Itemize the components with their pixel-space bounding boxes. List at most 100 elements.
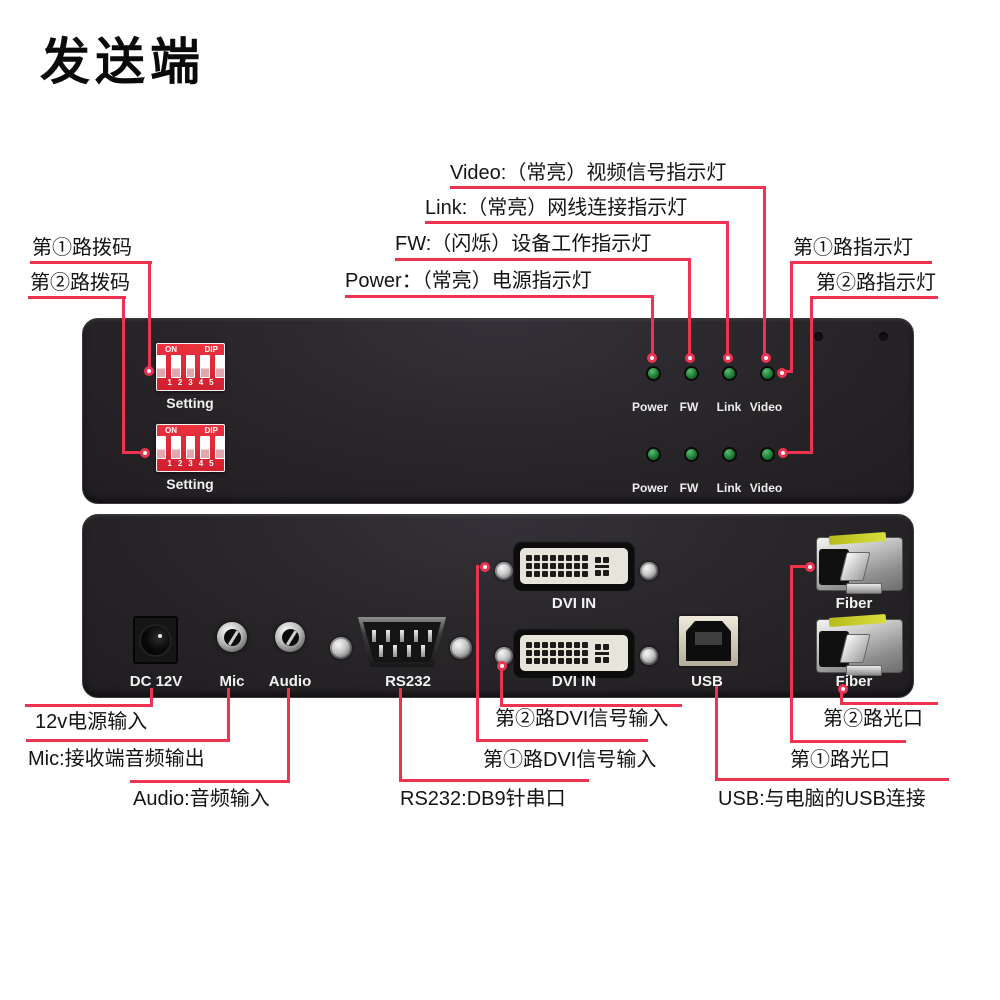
leader-dc (25, 704, 153, 707)
connector-pin (582, 642, 588, 648)
device-rear-panel: DC 12V Mic Audio RS232 (82, 514, 914, 698)
connector-pin (393, 645, 397, 657)
audio-jack (275, 622, 305, 652)
screw-hole (814, 332, 823, 341)
leader-power (345, 295, 654, 298)
video-led-1 (760, 366, 775, 381)
leader-usb (715, 778, 949, 781)
dvi2-screw-right (640, 647, 658, 665)
connector-pin (558, 650, 564, 656)
leader-rs232 (399, 688, 402, 782)
sfp-tab (846, 583, 882, 594)
annotation-dip-ch1: 第①路拨码 (32, 237, 132, 259)
dip-num: 2 (177, 459, 183, 468)
leader-fiber-ch1 (790, 565, 793, 743)
annotation-link: Link:（常亮）网线连接指示灯 (425, 197, 688, 219)
rs232-screw-right (450, 637, 472, 659)
leader-mic (227, 688, 230, 742)
page-title: 发送端 (40, 34, 205, 90)
connector-pin (526, 650, 532, 656)
leader-dc (150, 688, 153, 707)
dvi2-port-label: DVI IN (551, 673, 597, 690)
marker-fiber1 (805, 562, 815, 572)
connector-pin (526, 571, 532, 577)
dip-numbers: 1 2 3 4 5 (156, 378, 225, 388)
dvi-analog-cross (595, 643, 609, 663)
marker-fiber2 (838, 684, 848, 694)
marker-power-led (647, 353, 657, 363)
dip-toggle (170, 355, 181, 378)
dc-port-label: DC 12V (129, 673, 183, 690)
device-front-panel: ON DIP 1 2 3 4 5 Setting ON D (82, 318, 914, 504)
dip-dip-label: DIP (204, 345, 218, 354)
connector-pin (550, 650, 556, 656)
connector-pin (582, 555, 588, 561)
connector-pin (574, 563, 580, 569)
connector-pin (550, 571, 556, 577)
dip-toggles (156, 355, 225, 378)
leader-audio (130, 780, 290, 783)
marker-led-row1 (777, 368, 787, 378)
dvi-pin-grid (526, 555, 588, 577)
connector-pin (542, 563, 548, 569)
rs232-screw-left (330, 637, 352, 659)
connector-pin (534, 650, 540, 656)
connector-pin (550, 642, 556, 648)
power-led-label: Power (631, 400, 669, 414)
audio-port-label: Audio (268, 673, 312, 690)
marker-link-led (723, 353, 733, 363)
video-led-label: Video (749, 400, 783, 414)
fw-led-2 (684, 447, 699, 462)
connector-pin (566, 658, 572, 664)
dip-toggle (185, 355, 196, 378)
annotation-dip-ch2: 第②路拨码 (30, 272, 130, 294)
connector-pin (407, 645, 411, 657)
dip-num: 1 (167, 378, 172, 387)
sfp-tab (846, 665, 882, 676)
dip-toggle (156, 436, 166, 459)
connector-pin (526, 658, 532, 664)
leader-dip1 (148, 261, 151, 367)
connector-pin (526, 555, 532, 561)
leader-fiber-ch1 (792, 565, 806, 568)
connector-pin (542, 658, 548, 664)
connector-pin (534, 563, 540, 569)
power-led-label: Power (631, 481, 669, 495)
connector-pin (372, 630, 376, 642)
annotation-rs232: RS232:DB9针串口 (400, 788, 566, 810)
annotation-power: Power：（常亮）电源指示灯 (345, 270, 592, 292)
connector-pin (550, 555, 556, 561)
dip-num: 5 (209, 459, 214, 468)
dip-toggle (200, 355, 211, 378)
dip-switch-block-2: ON DIP 1 2 3 4 5 (156, 424, 225, 472)
leader-led-ch1 (790, 261, 932, 264)
dvi-in-port-2 (513, 628, 635, 678)
connector-pin (574, 642, 580, 648)
leader-link (726, 221, 729, 358)
leader-audio (287, 688, 290, 783)
connector-pin (566, 571, 572, 577)
screw-hole (879, 332, 888, 341)
usb-port-label: USB (691, 673, 723, 690)
connector-pin (558, 555, 564, 561)
annotation-led-ch1: 第①路指示灯 (793, 237, 913, 259)
connector-pin (526, 563, 532, 569)
connector-pin (558, 563, 564, 569)
link-led-2 (722, 447, 737, 462)
fiber1-port-label: Fiber (835, 595, 873, 612)
connector-pin (566, 642, 572, 648)
dip-switch-block-1: ON DIP 1 2 3 4 5 (156, 343, 225, 391)
leader-video (763, 186, 766, 358)
marker-dvi1 (480, 562, 490, 572)
rs232-db9-connector (358, 617, 446, 667)
connector-pin (414, 630, 418, 642)
dip-numbers: 1 2 3 4 5 (156, 459, 225, 469)
connector-pin (566, 555, 572, 561)
leader-dip2 (125, 451, 143, 454)
leader-link (425, 221, 729, 224)
connector-pin (534, 642, 540, 648)
fiber-sfp-port-1 (816, 532, 903, 594)
link-led-label: Link (716, 400, 742, 414)
dvi-analog-cross (595, 556, 609, 576)
marker-led-row2 (778, 448, 788, 458)
